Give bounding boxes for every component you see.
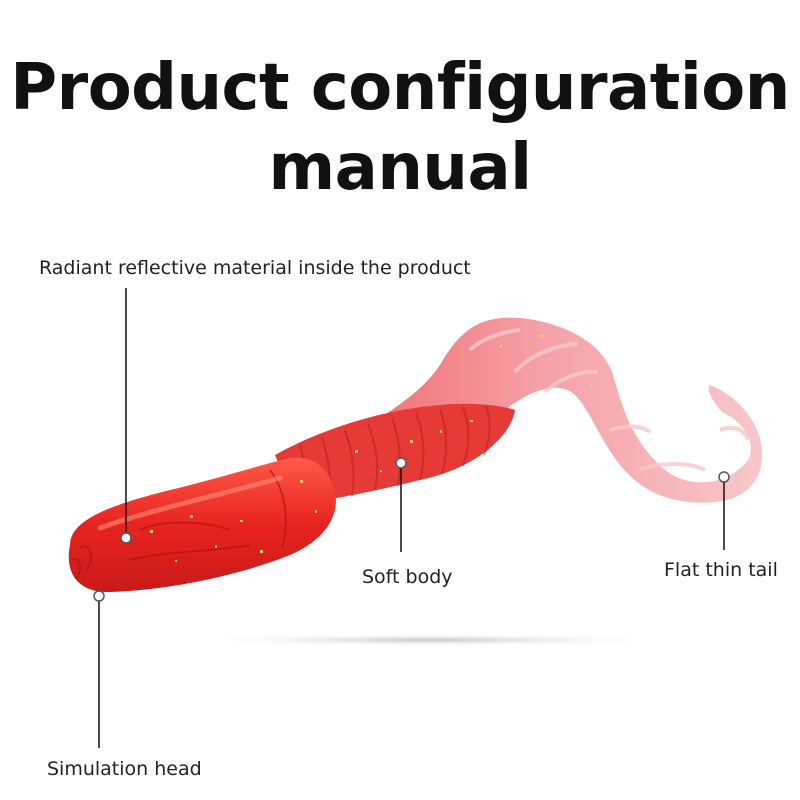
lure-soft-body xyxy=(275,403,515,505)
label-simulation-head: Simulation head xyxy=(47,758,202,780)
label-soft-body: Soft body xyxy=(362,566,453,588)
label-reflective-material: Radiant reflective material inside the p… xyxy=(39,257,471,279)
body-segments xyxy=(299,405,491,504)
title-line-2: manual xyxy=(268,131,532,205)
callout-head xyxy=(93,590,105,748)
page-title: Product configuration manual xyxy=(0,48,800,208)
tail-ribs xyxy=(468,328,750,472)
callout-tail xyxy=(718,471,730,550)
callout-reflective xyxy=(120,288,132,544)
title-line-1: Product configuration xyxy=(10,51,790,125)
head-details xyxy=(71,469,287,579)
callout-soft-body xyxy=(395,457,407,552)
lure-shadow xyxy=(180,633,680,647)
glitter-flakes xyxy=(150,335,617,562)
lure-highlight xyxy=(97,475,283,531)
label-flat-thin-tail: Flat thin tail xyxy=(664,559,778,581)
